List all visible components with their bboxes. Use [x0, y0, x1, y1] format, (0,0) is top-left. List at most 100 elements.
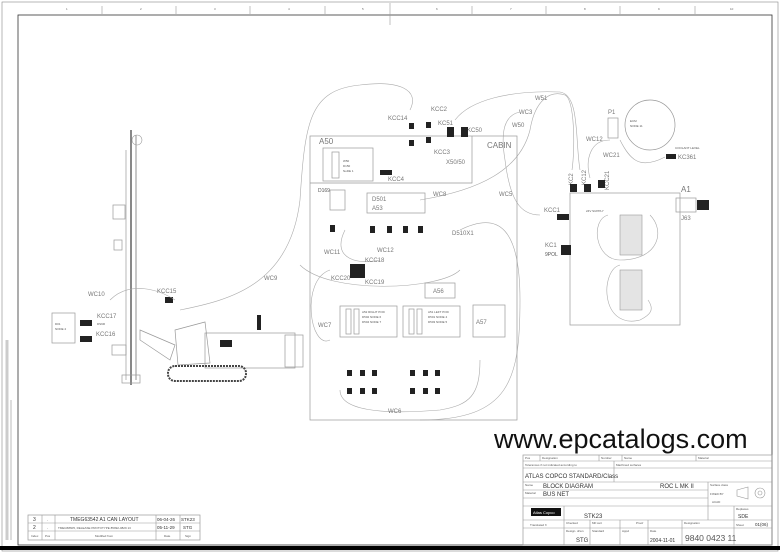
a1-label: A1	[681, 185, 691, 194]
tb-standard-label: Standard	[592, 529, 605, 533]
ds9r-label: DS9R	[97, 322, 106, 326]
tb-number-header: Number	[601, 456, 612, 460]
d501-label: D501	[372, 197, 387, 203]
kcc3-label: KCC3	[434, 150, 451, 156]
tb-fixed-by: FIXED BY	[710, 492, 724, 496]
tb-material-value: BUS NET	[543, 492, 569, 498]
kc361-label: KC361	[678, 155, 697, 161]
tb-tolerances: Tolerances if not indicated according to	[525, 463, 577, 467]
tb-replaces-value: SDE	[738, 514, 749, 520]
a50-label: A50	[319, 137, 334, 146]
kcc16-label: KCC16	[96, 332, 116, 338]
tb-machine: ROC L MK II	[660, 484, 694, 490]
a53-label: A53	[372, 206, 383, 212]
kcc20-label: KCC20	[331, 276, 351, 282]
kc12-label: KC12	[582, 169, 588, 185]
rev-header-date: Date	[164, 534, 171, 538]
j63-connector	[675, 197, 697, 213]
kcc1-label: KCC1	[544, 208, 561, 214]
cabin-boundary	[309, 135, 518, 421]
j63-label: J63	[681, 216, 691, 222]
rev2-index: 2	[33, 525, 36, 531]
wc8-label: WC8	[433, 192, 447, 198]
wc21-label: WC21	[603, 153, 620, 159]
rev-header-sign: Sign	[185, 534, 191, 538]
a56-label: A56	[433, 289, 444, 295]
tb-date-label: Date	[650, 529, 657, 533]
a53-connectors	[330, 225, 423, 233]
a1-box	[569, 192, 681, 326]
rev2-date: 05-11-29	[157, 525, 175, 530]
a52-text-2: D502 NODE 6	[362, 315, 382, 319]
cables	[109, 83, 666, 421]
kcc18-19-connector	[350, 264, 365, 278]
column-3: 3	[214, 7, 216, 11]
a51-text-3: D503 NODE 5	[428, 320, 448, 324]
a51-text-2: D501 NODE 4	[428, 315, 448, 319]
tb-material-label: Material	[525, 491, 536, 495]
p1-box	[607, 117, 619, 139]
a51-left-pod-box	[402, 305, 461, 338]
column-2: 2	[140, 7, 142, 11]
a51-text-1: A51 LEFT POD	[428, 310, 450, 314]
tb-appd: Appd	[622, 529, 629, 533]
a56-box	[424, 282, 456, 299]
column-5: 5	[362, 7, 364, 11]
wc9-label: WC9	[264, 276, 278, 282]
tb-design-value: STG	[576, 538, 589, 544]
wc5-label: WC5	[499, 192, 513, 198]
ecm-label: ECM	[630, 119, 637, 123]
kcc15-label: KCC15	[157, 289, 177, 295]
column-ruler: 1 2 3 4 5 6 7 8 9 10	[66, 3, 734, 25]
coolant-level-label: COOLANT LEVEL	[675, 146, 700, 150]
rev-header-index: Index	[31, 534, 39, 538]
a52-right-pod-box	[339, 305, 398, 338]
a52-text-3: D504 NODE 7	[362, 320, 382, 324]
kcc2-label: KCC2	[431, 107, 448, 113]
column-4: 4	[288, 7, 290, 11]
kcc1-connector	[557, 214, 569, 220]
cabin-connectors	[380, 122, 468, 175]
rev2-sign: STG	[183, 525, 193, 530]
w51-label: W51	[535, 96, 548, 102]
projection-symbol-icon	[736, 486, 766, 500]
tb-name-label: Name	[525, 483, 533, 487]
column-1: 1	[66, 7, 68, 11]
tb-checked: Checked	[566, 521, 578, 525]
rev-header-modified: Modified from	[95, 534, 114, 538]
kc50-label: KC50	[467, 128, 483, 134]
a50-text-1: W50	[343, 159, 350, 163]
kcc4-label: KCC4	[388, 177, 405, 183]
kcc21-label: KCC21	[605, 170, 611, 190]
rev2-text: TMEG58605, RELEASE PROTOTYPE 85992-0829 …	[58, 526, 131, 530]
w50-label: W50	[512, 123, 525, 129]
tb-surface-class: Surface class	[710, 483, 729, 487]
tb-designation-header: Designation	[542, 456, 558, 460]
company-name: Atlas Copco	[533, 510, 555, 515]
d01-node-box	[51, 312, 76, 344]
rev3-text: TMEG63542 A1 CAN LAYOUT	[70, 517, 139, 523]
a57-box	[472, 304, 506, 338]
kc1-label: KC1	[545, 243, 557, 249]
column-6: 6	[436, 7, 438, 11]
x50-label: X50/50	[446, 160, 466, 166]
ecm-circle	[624, 99, 676, 151]
d01-node-label: NODE 2	[55, 327, 67, 331]
tb-drawing-number: 9840 0423 11	[685, 533, 737, 543]
tb-material-header: Material	[698, 456, 709, 460]
wc12-engine-label: WC12	[586, 137, 603, 143]
kc1-connector	[561, 245, 571, 255]
connector-kcc15	[165, 297, 173, 303]
tb-acad: ACAD	[712, 500, 721, 504]
wc7-label: WC7	[318, 323, 332, 329]
d510x1-label: D510X1	[452, 231, 474, 237]
tb-sheet: 01(06)	[755, 522, 769, 527]
tb-drawing-name: BLOCK DIAGRAM	[543, 484, 593, 490]
tb-translated: Translated fr	[530, 523, 547, 527]
a50-text-3: NoDE 1	[343, 169, 354, 173]
cabin-label: CABIN	[487, 141, 512, 150]
column-9: 9	[658, 7, 660, 11]
watermark: www.epcatalogs.com	[493, 424, 748, 454]
